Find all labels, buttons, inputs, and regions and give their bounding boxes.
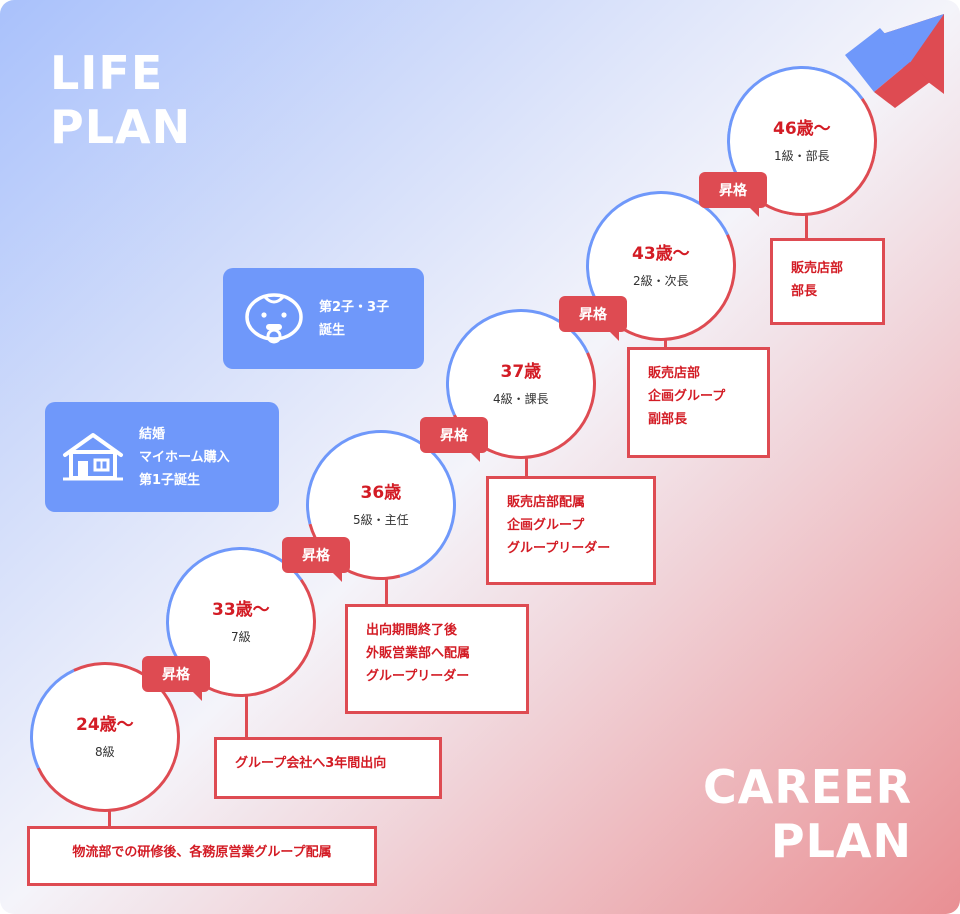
connector-line [525,452,528,478]
age-label: 36歳 [360,482,402,503]
role-box-37: 販売店部配属 企画グループ グループリーダー [486,476,656,585]
role-box-43: 販売店部 企画グループ 副部長 [627,347,770,458]
age-label: 37歳 [500,361,542,382]
life-event-text: 結婚 マイホーム購入 第1子誕生 [139,426,230,488]
growth-arrow-icon [845,14,944,108]
role-box-46: 販売店部 部長 [770,238,885,325]
age-label: 43歳～ [632,243,690,264]
connector-line [108,810,111,830]
connector-line [805,212,808,242]
life-event-text: 第2子・3子 誕生 [319,299,390,338]
grade-label: 5級・主任 [353,512,409,527]
promotion-badge: 昇格 [282,537,350,582]
life-event-birth: 第2子・3子 誕生 [223,268,424,369]
role-box-36: 出向期間終了後 外販営業部へ配属 グループリーダー [345,604,529,714]
age-label: 33歳～ [212,599,270,620]
baby-icon [245,292,303,343]
age-label: 46歳～ [773,118,831,139]
grade-label: 2級・次長 [633,273,689,288]
connector-line [664,336,667,350]
grade-label: 1級・部長 [774,148,830,163]
house-icon [63,433,123,481]
connector-line [245,694,248,740]
connector-line [385,575,388,609]
age-label: 24歳～ [76,714,134,735]
promotion-badge: 昇格 [699,172,767,217]
promotion-badge: 昇格 [559,296,627,341]
promotion-badge: 昇格 [142,656,210,701]
role-box-24: 物流部での研修後、各務原営業グループ配属 [27,826,377,886]
grade-label: 7級 [231,629,251,644]
promotion-badge: 昇格 [420,417,488,462]
role-box-33: グループ会社へ3年間出向 [214,737,442,799]
grade-label: 8級 [95,744,115,759]
life-event-marriage: 結婚 マイホーム購入 第1子誕生 [45,402,279,512]
grade-label: 4級・課長 [493,391,549,406]
